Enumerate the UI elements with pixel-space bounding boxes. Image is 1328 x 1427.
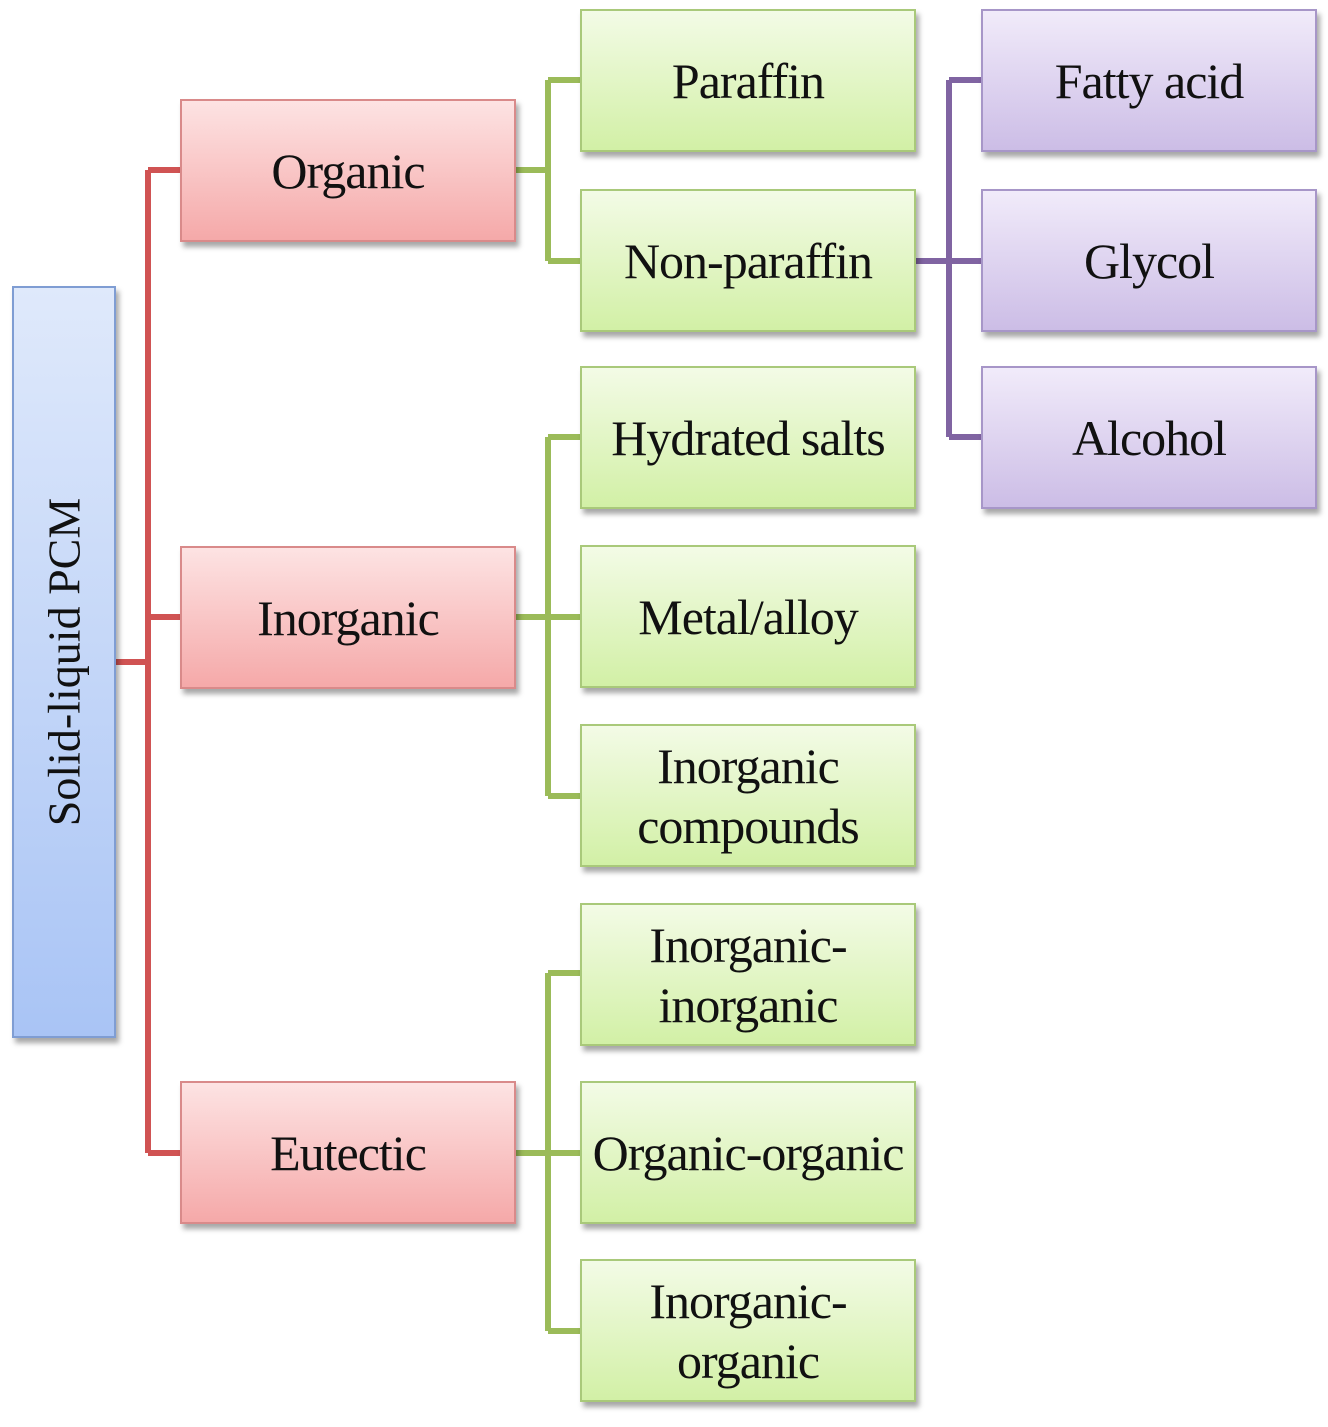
category-inorganic-label: Inorganic xyxy=(257,589,440,646)
root-label: Solid-liquid PCM xyxy=(38,497,90,827)
leaf-alcohol: Alcohol xyxy=(981,366,1317,509)
connector-root-categories xyxy=(116,167,180,1156)
leaf-fatty-acid-label: Fatty acid xyxy=(1054,52,1245,109)
subtype-organic-organic-label: Organic-organic xyxy=(592,1124,905,1181)
subtype-hydrated-salts-label: Hydrated salts xyxy=(611,409,885,466)
subtype-organic-organic: Organic-organic xyxy=(580,1081,916,1224)
subtype-inorganic-inorganic: Inorganic- inorganic xyxy=(580,903,916,1046)
leaf-glycol: Glycol xyxy=(981,189,1317,332)
category-organic-label: Organic xyxy=(271,142,425,199)
category-inorganic: Inorganic xyxy=(180,546,516,689)
root-node-solid-liquid-pcm: Solid-liquid PCM xyxy=(12,286,116,1038)
subtype-hydrated-salts: Hydrated salts xyxy=(580,366,916,509)
subtype-inorganic-compounds-label-line2: compounds xyxy=(637,797,860,854)
connector-eutectic xyxy=(516,970,580,1334)
subtype-non-paraffin: Non-paraffin xyxy=(580,189,916,332)
subtype-inorganic-inorganic-label-line2: inorganic xyxy=(658,976,839,1033)
category-organic: Organic xyxy=(180,99,516,242)
category-eutectic-label: Eutectic xyxy=(270,1124,427,1181)
subtype-inorganic-inorganic-label-line1: Inorganic- xyxy=(649,916,847,973)
leaf-glycol-label: Glycol xyxy=(1083,232,1215,289)
subtype-paraffin: Paraffin xyxy=(580,9,916,152)
leaf-alcohol-label: Alcohol xyxy=(1071,409,1227,466)
connector-non-paraffin xyxy=(916,77,981,440)
connector-inorganic xyxy=(516,434,580,799)
connector-organic xyxy=(516,77,580,264)
subtype-metal-alloy: Metal/alloy xyxy=(580,545,916,688)
leaf-fatty-acid: Fatty acid xyxy=(981,9,1317,152)
subtype-inorganic-organic-label: Inorganic-organic xyxy=(649,1272,847,1389)
subtype-inorganic-organic: Inorganic-organic xyxy=(580,1259,916,1402)
subtype-non-paraffin-label: Non-paraffin xyxy=(623,232,873,289)
category-eutectic: Eutectic xyxy=(180,1081,516,1224)
subtype-metal-alloy-label: Metal/alloy xyxy=(638,588,858,645)
subtype-inorganic-compounds-label-line1: Inorganic xyxy=(657,737,840,794)
subtype-inorganic-compounds: Inorganic compounds xyxy=(580,724,916,867)
subtype-paraffin-label: Paraffin xyxy=(671,52,825,109)
